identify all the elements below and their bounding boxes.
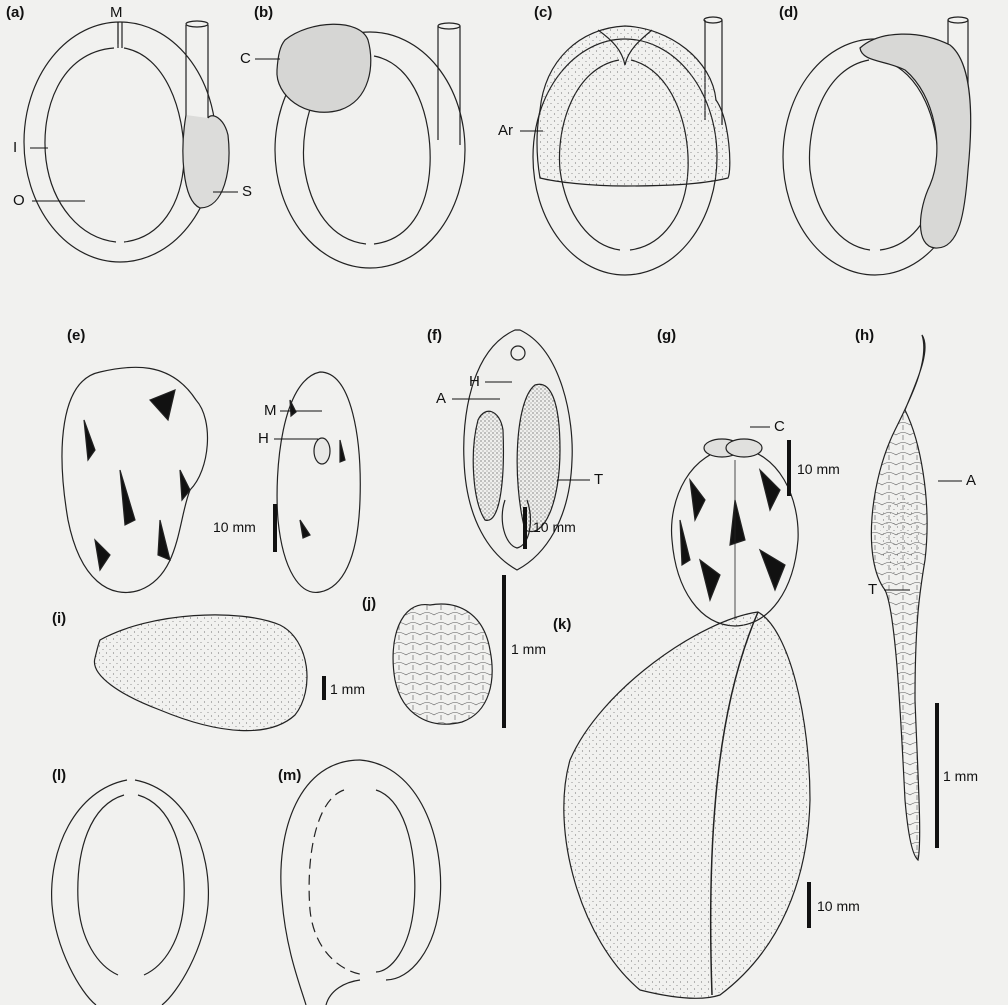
label-ovule-a: O	[13, 193, 25, 208]
label-h-f: H	[469, 374, 480, 389]
panel-label-g: (g)	[657, 328, 676, 343]
outline-l-drawing	[52, 780, 209, 1005]
label-t-f: T	[594, 472, 603, 487]
outline-m-drawing	[281, 760, 441, 1005]
label-integument-a: I	[13, 140, 17, 155]
seed-i-drawing	[94, 615, 307, 731]
panel-label-f: (f)	[427, 328, 442, 343]
panel-label-b: (b)	[254, 5, 273, 20]
ovule-c-drawing	[533, 17, 730, 275]
label-caruncle-b: C	[240, 51, 251, 66]
scale-label-e: 10 mm	[213, 520, 256, 534]
scale-label-i: 1 mm	[330, 682, 365, 696]
seed-k-drawing	[564, 612, 810, 998]
bean-seed-e-drawing	[62, 367, 360, 592]
scale-label-k: 10 mm	[817, 899, 860, 913]
panel-label-c: (c)	[534, 5, 552, 20]
panel-label-m: (m)	[278, 768, 301, 783]
castor-seed-g-drawing	[672, 439, 799, 626]
orchid-seed-h-drawing	[871, 335, 927, 860]
ovule-a-drawing	[24, 21, 229, 262]
panel-label-e: (e)	[67, 328, 85, 343]
ovule-b-drawing	[275, 23, 465, 268]
scale-label-j: 1 mm	[511, 642, 546, 656]
panel-label-i: (i)	[52, 611, 66, 626]
ovule-d-drawing	[783, 17, 971, 275]
label-m-e: M	[264, 403, 277, 418]
scale-label-h: 1 mm	[943, 769, 978, 783]
panel-label-h: (h)	[855, 328, 874, 343]
label-c-g: C	[774, 419, 785, 434]
label-t-h: T	[868, 582, 877, 597]
panel-label-j: (j)	[362, 596, 376, 611]
label-s-a: S	[242, 184, 252, 199]
scale-label-f: 10 mm	[533, 520, 576, 534]
label-micropyle-a: M	[110, 5, 123, 20]
label-h-e: H	[258, 431, 269, 446]
label-aril-c: Ar	[498, 123, 513, 138]
seed-j-drawing	[393, 604, 492, 724]
panel-label-l: (l)	[52, 768, 66, 783]
panel-label-k: (k)	[553, 617, 571, 632]
scale-label-g: 10 mm	[797, 462, 840, 476]
panel-label-a: (a)	[6, 5, 24, 20]
label-a-d: A	[966, 473, 976, 488]
label-a-f: A	[436, 391, 446, 406]
panel-label-d: (d)	[779, 5, 798, 20]
